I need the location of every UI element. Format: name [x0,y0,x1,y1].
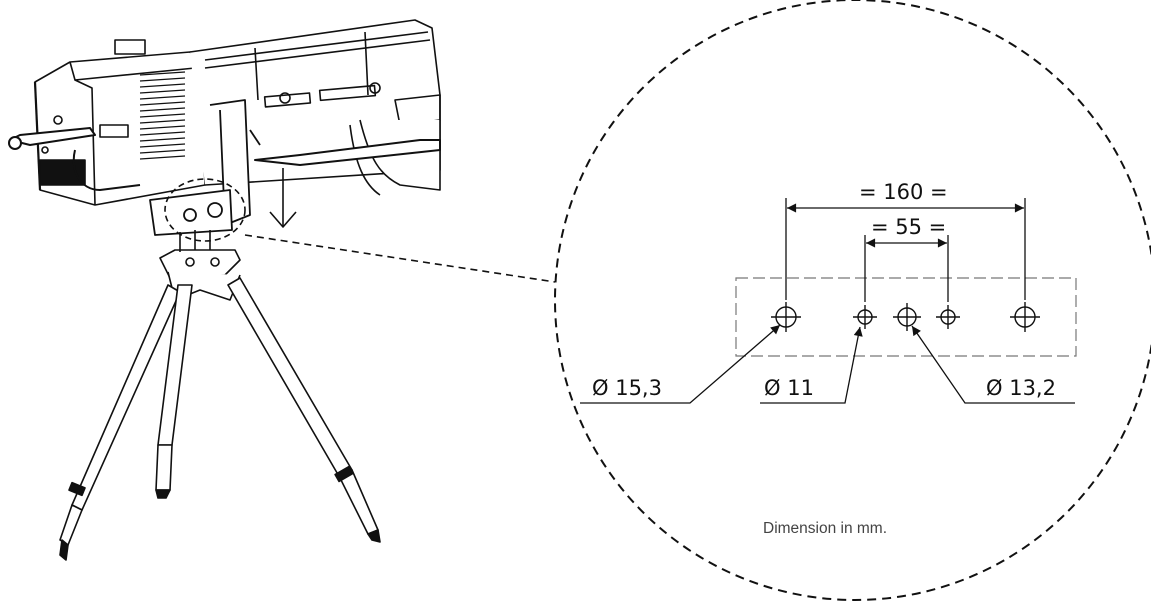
side-handles [8,127,441,191]
hole-large-right [1010,302,1040,332]
dimension-160-label: = 160 = [859,180,948,204]
dimension-160 [785,198,1026,300]
detail-leader-line [244,234,556,283]
profile-spotlight-illustration [8,19,556,561]
detail-view-circle [554,0,1151,601]
rear-housing [33,39,206,206]
detail-view [554,0,1151,601]
hole-small-right [936,305,960,329]
hole-large-left [771,302,801,332]
hole-large-diameter-label: Ø 15,3 [592,376,662,400]
dimension-55 [864,235,949,302]
hole-medium-diameter-label: Ø 13,2 [986,376,1056,400]
mounting-holes [771,302,1040,332]
detail-highlight-circle [164,178,246,242]
tripod-legs [59,277,381,561]
hole-leaders [580,324,1075,404]
yoke [149,99,261,236]
hole-small-diameter-label: Ø 11 [764,376,814,400]
mounting-plate-outline [735,277,1077,357]
mount-arrow [269,168,297,228]
hole-medium [893,303,921,331]
units-note: Dimension in mm. [763,520,888,537]
hole-small-left [853,305,877,329]
dimension-55-label: = 55 = [871,215,947,239]
